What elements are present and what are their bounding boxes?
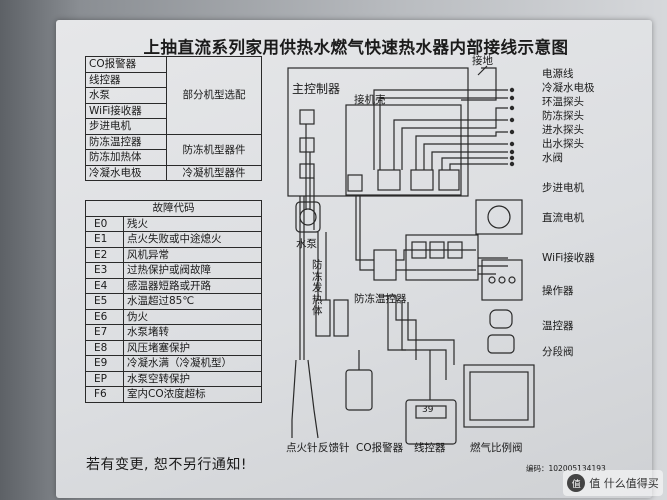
component-table: CO报警器部分机型选配 线控器 水泵 WiFi接收器 步进电机 防冻温控器防冻机…	[84, 56, 262, 181]
table-cell: WiFi接收器	[84, 102, 168, 119]
fault-desc: 水泵堵转	[123, 324, 262, 341]
main-controller-label: 主控制器	[292, 82, 341, 96]
watermark-text: 值 什么值得买	[589, 477, 659, 490]
right-label: 分段阀	[542, 346, 574, 358]
table-row: 防冻温控器防冻机型器件	[84, 133, 262, 166]
wiring-diagram	[287, 65, 535, 445]
controller-outline	[287, 67, 469, 197]
connector-shell-label: 接机壳	[354, 94, 386, 106]
display-reading: 39	[422, 405, 434, 415]
wiring-label: 上抽直流系列家用供热水燃气快速热水器内部接线示意图 CO报警器部分机型选配 线控…	[56, 20, 652, 498]
antifreeze-thermostat-label: 防冻温控器	[354, 293, 407, 305]
ground-label: 接地	[472, 55, 493, 67]
table-row: WiFi接收器	[84, 102, 262, 119]
diagram-title: 上抽直流系列家用供热水燃气快速热水器内部接线示意图	[143, 38, 569, 57]
fault-desc: 过热保护或阀故障	[123, 262, 262, 279]
bottom-label: CO报警器	[356, 442, 404, 454]
right-label: WiFi接收器	[542, 252, 595, 264]
group-condensing: 冷凝机型器件	[166, 164, 262, 181]
table-row: 防冻加热体	[84, 149, 262, 166]
right-label: 步进电机	[542, 182, 584, 194]
bottom-label: 燃气比例阀	[470, 442, 523, 454]
bottom-label: 线控器	[414, 442, 446, 454]
bottom-label: 反馈针	[318, 442, 350, 454]
right-label: 进水探头	[542, 124, 584, 136]
table-cell: 水泵	[84, 87, 168, 104]
watermark-logo-icon: 值	[567, 474, 586, 492]
watermark: 值 值 什么值得买	[563, 470, 663, 496]
pump-label: 水泵	[296, 238, 317, 250]
right-label: 水阀	[542, 152, 563, 164]
serial-number: 编码：102005134193	[526, 464, 606, 473]
right-label: 温控器	[542, 320, 574, 332]
bottom-label: 点火针	[286, 442, 318, 454]
table-cell: 防冻加热体	[84, 149, 168, 166]
table-row: 水泵	[84, 87, 262, 104]
fault-desc: 水温超过85℃	[123, 293, 262, 310]
fault-desc: 室内CO浓度超标	[123, 386, 262, 403]
antifreeze-heater-label: 防冻发热体	[312, 259, 323, 317]
right-label: 防冻探头	[542, 110, 584, 122]
right-label: 操作器	[542, 285, 574, 297]
right-label: 直流电机	[542, 212, 584, 224]
table-row: 冷凝水电极冷凝机型器件	[84, 164, 262, 181]
table-cell: 冷凝水电极	[84, 164, 168, 181]
right-label: 环温探头	[542, 96, 584, 108]
right-label: 冷凝水电极	[542, 82, 595, 94]
group-antifreeze: 防冻机型器件	[166, 133, 262, 166]
change-notice: 若有变更, 恕不另行通知!	[86, 457, 248, 473]
right-label: 电源线	[542, 68, 574, 80]
fault-code: F6	[85, 386, 124, 403]
right-label: 出水探头	[542, 138, 584, 150]
connector-shell-box	[345, 104, 462, 196]
